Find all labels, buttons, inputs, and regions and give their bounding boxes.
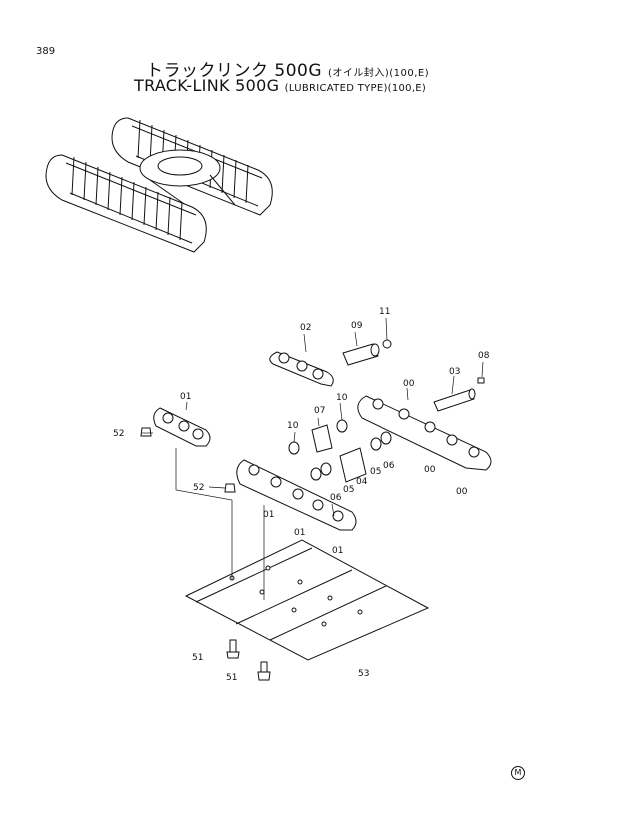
callout-08: 08	[478, 351, 490, 361]
bushing-07	[311, 424, 333, 453]
nut-52a	[140, 427, 152, 437]
lower-track-frame	[45, 154, 207, 253]
seal-06b	[380, 431, 392, 445]
pin-08	[477, 377, 485, 384]
master-link-02	[269, 351, 334, 387]
callout-06-right: 06	[383, 461, 395, 471]
callout-53: 53	[358, 669, 369, 679]
seal-05a	[310, 467, 322, 481]
callout-51-upper: 51	[192, 653, 203, 663]
bolt-51b	[257, 661, 271, 681]
pin-03	[433, 388, 476, 412]
page-number: 389	[36, 46, 56, 57]
callout-05-left: 05	[343, 485, 354, 495]
title-en-main: TRACK-LINK 500G	[134, 76, 280, 95]
callout-00-top: 00	[403, 379, 415, 389]
callout-01-b: 01	[294, 528, 305, 538]
undercarriage-overview	[45, 117, 273, 253]
callout-01-c: 01	[332, 546, 343, 556]
seal-10b	[336, 419, 348, 433]
page-title-japanese: トラックリンク 500G (オイル封入)(100,E)	[146, 56, 429, 81]
callout-00-bottom: 00	[456, 487, 468, 497]
callout-04: 04	[356, 477, 368, 487]
callout-01-left: 01	[180, 392, 191, 402]
nut-52b	[224, 483, 236, 493]
link-center-01	[236, 459, 357, 531]
track-link-assembly	[140, 339, 492, 681]
callout-11: 11	[379, 307, 390, 317]
callout-52-center: 52	[193, 483, 204, 493]
seal-06a	[320, 462, 332, 476]
callout-00-middle: 00	[424, 465, 436, 475]
manufacturer-mark: M	[511, 766, 525, 780]
title-en-sub: (LUBRICATED TYPE)(100,E)	[284, 83, 427, 94]
callout-01-a: 01	[263, 510, 274, 520]
bolt-51a	[226, 639, 240, 659]
callout-10-left: 10	[287, 421, 299, 431]
title-jp-main: トラックリンク 500G	[146, 61, 323, 81]
callout-10-right: 10	[336, 393, 348, 403]
title-jp-sub: (オイル封入)(100,E)	[327, 68, 430, 79]
callout-09: 09	[351, 321, 363, 331]
callout-51-lower: 51	[226, 673, 237, 683]
callout-02: 02	[300, 323, 311, 333]
seal-05b	[370, 437, 382, 451]
link-left-01	[153, 407, 211, 447]
callout-05-right: 05	[370, 467, 381, 477]
callout-52-left: 52	[113, 429, 124, 439]
bushing-04	[339, 447, 367, 483]
link-chain-right	[357, 395, 492, 471]
leader-lines	[142, 317, 484, 600]
master-pin-09	[342, 343, 380, 366]
page-title-english: TRACK-LINK 500G (LUBRICATED TYPE)(100,E)	[134, 76, 426, 95]
callout-03: 03	[449, 367, 460, 377]
callout-07: 07	[314, 406, 325, 416]
seal-10a	[288, 441, 300, 455]
snap-ring-11	[382, 339, 392, 349]
callout-06-left: 06	[330, 493, 342, 503]
track-shoe-53	[184, 539, 430, 661]
